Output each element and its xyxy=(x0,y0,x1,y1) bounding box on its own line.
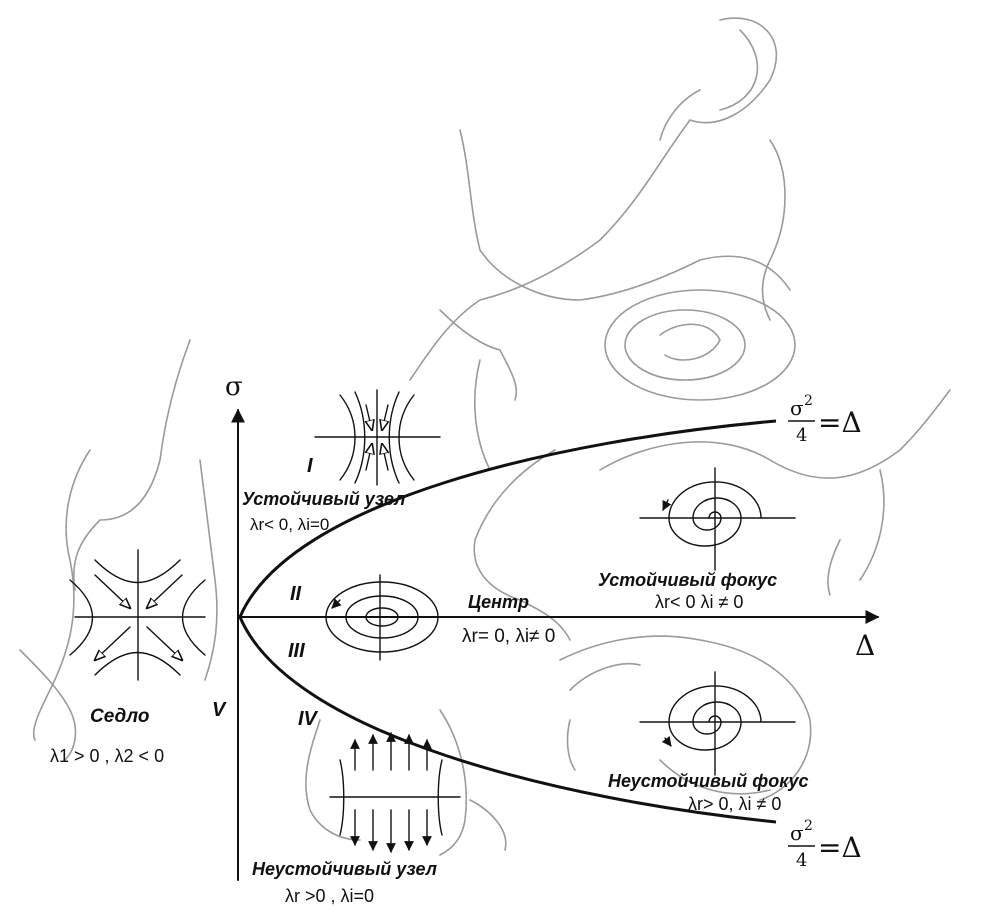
center-title: Центр xyxy=(468,592,529,612)
parabola-label-top: σ 2 4 =Δ xyxy=(788,393,862,446)
stable-node-condition: λr< 0, λi=0 xyxy=(250,515,329,534)
sketch-creatures xyxy=(20,18,950,855)
parabola-top-numerator: σ xyxy=(790,396,804,420)
sigma-axis-label: σ xyxy=(225,372,243,402)
region-label-III: III xyxy=(288,640,305,662)
parabola-bottom-superscript: 2 xyxy=(804,818,813,834)
unstable-node-condition: λr >0 , λi=0 xyxy=(285,886,374,906)
parabola-top-denominator: 4 xyxy=(796,425,807,446)
region-label-IV: IV xyxy=(298,708,319,730)
parabola-curve xyxy=(240,421,776,822)
stable-focus-condition: λr< 0 λi ≠ 0 xyxy=(655,592,743,612)
unstable-focus-title: Неустойчивый фокус xyxy=(608,771,809,791)
parabola-bottom-equals: =Δ xyxy=(818,831,862,864)
unstable-node-title: Неустойчивый узел xyxy=(252,859,437,879)
unstable-node-portrait xyxy=(330,733,460,852)
unstable-focus-portrait xyxy=(640,672,795,775)
stable-node-title: Устойчивый узел xyxy=(242,489,405,509)
saddle-portrait xyxy=(70,550,205,680)
parabola-bottom-numerator: σ xyxy=(790,821,804,845)
saddle-title: Седло xyxy=(90,706,149,727)
parabola-label-bottom: σ 2 4 =Δ xyxy=(788,818,862,871)
region-label-II: II xyxy=(290,583,302,605)
stable-focus-title: Устойчивый фокус xyxy=(598,570,777,590)
stable-node-portrait xyxy=(315,390,440,485)
parabola-bottom-denominator: 4 xyxy=(796,850,807,871)
parabola-top-equals: =Δ xyxy=(818,406,862,439)
unstable-focus-condition: λr> 0, λi ≠ 0 xyxy=(688,794,781,814)
saddle-condition: λ1 > 0 , λ2 < 0 xyxy=(50,746,164,766)
center-condition: λr= 0, λi≠ 0 xyxy=(462,626,555,647)
center-portrait xyxy=(325,575,440,660)
stable-focus-portrait xyxy=(640,468,795,570)
delta-axis-label: Δ xyxy=(855,629,875,662)
region-label-I: I xyxy=(307,455,313,477)
region-label-V: V xyxy=(212,699,227,721)
parabola-top-superscript: 2 xyxy=(804,393,813,409)
